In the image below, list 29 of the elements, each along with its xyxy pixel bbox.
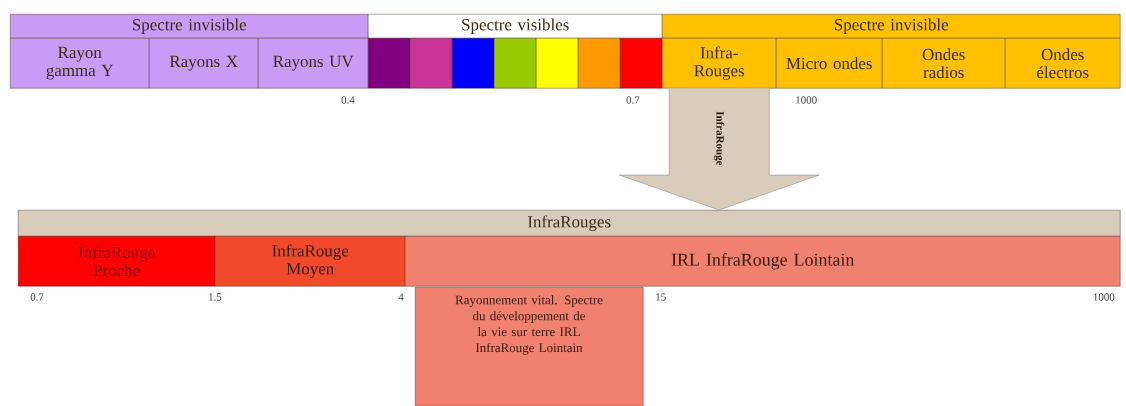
band-cell: Rayons UV (258, 38, 369, 89)
band-cell: IRL InfraRouge Lointain (405, 236, 1121, 287)
header-cell: Spectre invisible (10, 14, 369, 39)
tick-label: 0.7 (626, 96, 640, 104)
band-cell: Ondes radios (882, 38, 1006, 89)
tick-label: 1000 (796, 96, 817, 104)
band-cell: InfraRouge Moyen (215, 236, 406, 287)
band-cell: Infra- Rouges (662, 38, 777, 89)
colour-swatch (578, 38, 621, 89)
tick-label: 4 (398, 293, 404, 301)
band-cell: Micro ondes (776, 38, 883, 89)
tick-label: 0.4 (341, 96, 355, 104)
header-bar: InfraRouges (18, 210, 1121, 237)
tick-label: 15 (656, 293, 666, 301)
tick-label: 1.5 (209, 293, 222, 301)
colour-swatch (368, 38, 411, 89)
band-cell: InfraRouge Proche (18, 236, 216, 287)
block-arrow (619, 88, 820, 211)
band-cell: Rayons X (149, 38, 259, 89)
colour-swatch (494, 38, 537, 89)
header-cell: Spectre visibles (368, 14, 663, 39)
colour-swatch (452, 38, 495, 89)
colour-swatch (620, 38, 663, 89)
band-cell: Ondes électros (1005, 38, 1121, 89)
note-box: Rayonnement vital. Spectre du développement de la vie sur terre IRL InfraRouge Lointain (415, 287, 644, 406)
colour-swatch (536, 38, 579, 89)
band-cell: Rayon gamma Y (10, 38, 150, 89)
colour-swatch (410, 38, 453, 89)
edge-label: InfraRouge (713, 110, 726, 167)
